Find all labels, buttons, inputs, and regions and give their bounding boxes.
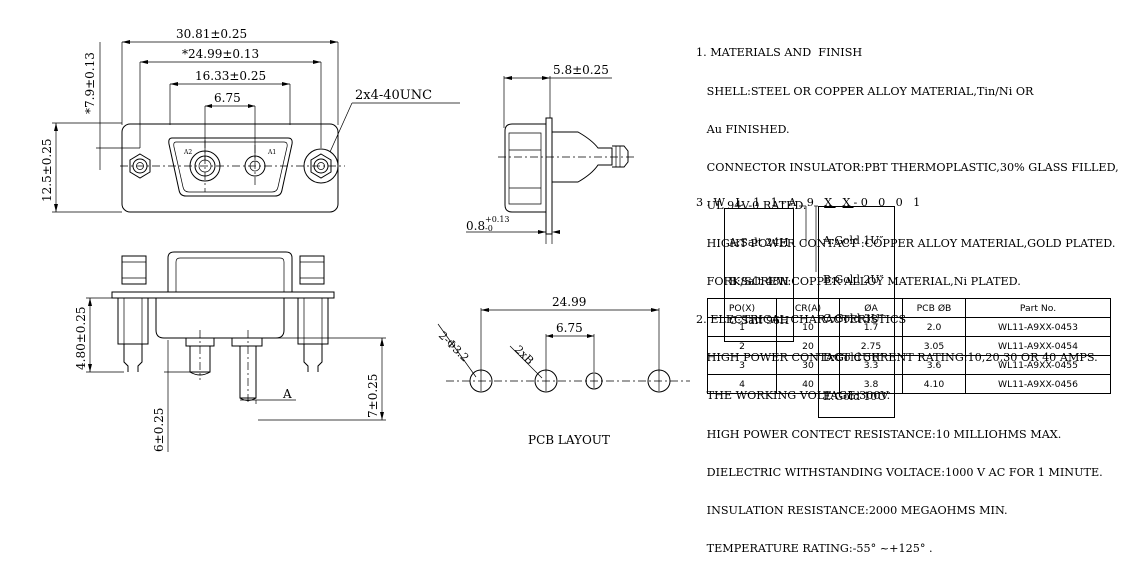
table-cell: 2 — [707, 336, 777, 356]
table-cell: 20 — [776, 336, 840, 356]
table-cell: 40 — [776, 374, 840, 394]
table-cell: WL11-A9XX-0456 — [965, 374, 1111, 394]
table-header-row: PO(X) CR(A) ØA PCB ØB Part No. — [707, 298, 1111, 318]
table-header: CR(A) — [776, 298, 840, 318]
table-header: ØA — [839, 298, 903, 318]
dim-pin-extension: 6±0.25 — [152, 408, 166, 452]
table-header: PCB ØB — [902, 298, 966, 318]
table-cell: 2.75 — [839, 336, 903, 356]
table-cell: 3.6 — [902, 355, 966, 375]
part-code-x2: X — [842, 196, 854, 209]
table-cell: 3 — [707, 355, 777, 375]
table-cell: 3.8 — [839, 374, 903, 394]
dim-flange-tol-lower: -0 — [485, 224, 493, 233]
gold-option: B:Gold 2U″ — [823, 273, 884, 286]
table-cell: 2.0 — [902, 317, 966, 337]
pcb-hole-label-large: 2-Φ3.2 — [436, 329, 472, 365]
pcb-dim-span: 24.99 — [552, 295, 586, 309]
table-cell: 4.10 — [902, 374, 966, 394]
pcb-layout-caption: PCB LAYOUT — [528, 433, 610, 447]
label-dim-a: A — [282, 387, 292, 401]
table-row: 4 40 3.8 4.10 WL11-A9XX-0456 — [707, 374, 1111, 394]
dim-body-height: 12.5±0.25 — [40, 139, 54, 203]
dim-mount-spacing: *24.99±0.13 — [182, 47, 259, 61]
contact-label-a1: A1 — [267, 149, 276, 156]
salt-option: B:Salt 48H — [729, 275, 789, 288]
table-row: 1 10 1.7 2.0 WL11-A9XX-0453 — [707, 317, 1111, 337]
contact-label-a2: A2 — [183, 149, 192, 156]
dim-contact-pitch: 6.75 — [214, 91, 241, 105]
note-line: SHELL:STEEL OR COPPER ALLOY MATERIAL,Tin… — [696, 84, 1034, 98]
note-line: CONNECTOR INSULATOR:PBT THERMOPLASTIC,30… — [696, 160, 1119, 174]
dim-shell-width: 16.33±0.25 — [195, 69, 266, 83]
part-code-brackets — [799, 205, 818, 272]
bottom-view: A 4.80±0.25 6±0.25 7±0.25 — [74, 251, 386, 452]
part-code-suffix: -0 0 0 1 — [853, 196, 924, 209]
part-code: 3.W L 1 1-A 9 X X-0 0 0 1 — [696, 196, 924, 209]
table-cell: 3.05 — [902, 336, 966, 356]
note-line: TEMPERATURE RATING:-55° ~+125° . — [696, 541, 933, 555]
note-line: DIELECTRIC WITHSTANDING VOLTACE:1000 V A… — [696, 465, 1103, 479]
part-code-prefix: 3.W L 1 1-A 9 — [696, 196, 825, 209]
note-line: FORK/SCREW:COPPER ALLOY MATERIAL,Ni PLAT… — [696, 275, 1021, 289]
note-line: Au FINISHED. — [696, 122, 790, 136]
note-line: HIGH POWER CONTECT RESISTANCE:10 MILLIOH… — [696, 427, 1062, 441]
table-cell: 1 — [707, 317, 777, 337]
dim-overall-width: 30.81±0.25 — [176, 27, 247, 41]
table-cell: 30 — [776, 355, 840, 375]
table-cell: 3.3 — [839, 355, 903, 375]
table-cell: WL11-A9XX-0455 — [965, 355, 1111, 375]
front-view: 30.81±0.25 *24.99±0.13 16.33±0.25 6.75 *… — [40, 27, 460, 213]
dim-height-side: *7.9±0.13 — [83, 52, 97, 114]
dim-flange-thickness: 0.8 — [466, 219, 485, 233]
pcb-dim-pitch: 6.75 — [556, 321, 583, 335]
part-code-x1: X — [824, 196, 836, 209]
gold-option: A:Gold 1U″ — [823, 234, 884, 247]
table-header: Part No. — [965, 298, 1111, 318]
dim-side-width: 5.8±0.25 — [553, 63, 609, 77]
side-view: 5.8±0.25 0.8 +0.13 -0 — [466, 63, 636, 244]
dim-total-length: 7±0.25 — [366, 374, 380, 418]
dim-thread-callout: 2x4-40UNC — [355, 88, 432, 103]
table-cell: 1.7 — [839, 317, 903, 337]
pcb-layout: 24.99 6.75 2-Φ3.2 2xB — [436, 295, 690, 393]
table-row: 2 20 2.75 3.05 WL11-A9XX-0454 — [707, 336, 1111, 356]
dim-flange-tol-upper: +0.13 — [485, 215, 510, 224]
parts-table: PO(X) CR(A) ØA PCB ØB Part No. 1 10 1.7 … — [707, 298, 1111, 394]
note-line: 1. MATERIALS AND FINISH — [696, 46, 863, 60]
table-cell: 10 — [776, 317, 840, 337]
table-cell: 4 — [707, 374, 777, 394]
table-header: PO(X) — [707, 298, 777, 318]
table-cell: WL11-A9XX-0454 — [965, 336, 1111, 356]
dim-pin-length: 4.80±0.25 — [74, 307, 88, 371]
note-line: INSULATION RESISTANCE:2000 MEGAOHMS MIN. — [696, 503, 1008, 517]
pcb-hole-label-small: 2xB — [512, 343, 536, 367]
salt-option: A:Salt 24H — [729, 236, 789, 249]
table-row: 3 30 3.3 3.6 WL11-A9XX-0455 — [707, 355, 1111, 375]
drawing-canvas: 30.81±0.25 *24.99±0.13 16.33±0.25 6.75 *… — [40, 27, 818, 452]
table-cell: WL11-A9XX-0453 — [965, 317, 1111, 337]
note-line: HIGHT POWER CONTACT :COPPER ALLOY MATERI… — [696, 236, 1116, 250]
